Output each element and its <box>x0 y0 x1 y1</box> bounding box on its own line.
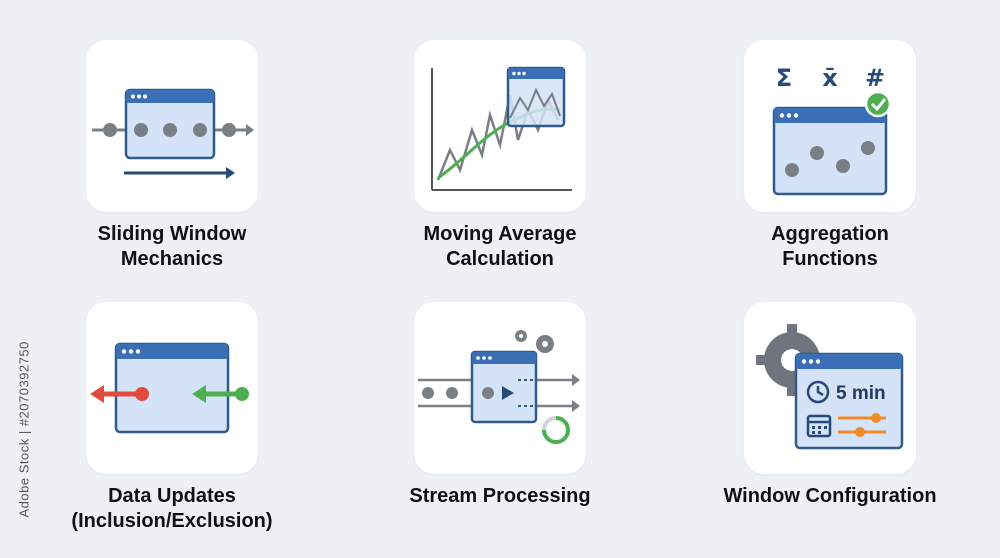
mean-symbol: x̄ <box>822 64 838 92</box>
sliding-window-title: Sliding Window Mechanics <box>22 222 322 272</box>
data-updates-title: Data Updates (Inclusion/Exclusion) <box>22 484 322 534</box>
moving-average-chart-icon <box>431 66 572 191</box>
title-line: Calculation <box>446 248 554 270</box>
window-configuration-title: Window Configuration <box>680 484 980 509</box>
sliding-window-icon <box>92 88 254 179</box>
title-line: Data Updates <box>108 485 236 507</box>
sliding-window-card <box>86 40 258 212</box>
title-line: Window Configuration <box>723 485 937 507</box>
window-configuration-icon: 5 min <box>756 324 904 450</box>
moving-average-card <box>414 40 586 212</box>
sum-symbol: Σ <box>776 64 792 92</box>
title-line: Functions <box>782 248 878 270</box>
title-line: Sliding Window <box>97 223 247 245</box>
aggregation-title: Aggregation Functions <box>680 222 980 272</box>
title-line: Moving Average <box>423 223 577 245</box>
title-line: Stream Processing <box>409 485 591 507</box>
calendar-icon <box>806 414 832 438</box>
count-symbol: # <box>865 64 885 92</box>
gear-icon <box>515 330 554 353</box>
data-updates-icon <box>90 342 249 434</box>
stream-processing-card <box>414 302 586 474</box>
title-line: Mechanics <box>120 248 224 270</box>
stream-processing-icon <box>418 330 580 444</box>
title-line: (Inclusion/Exclusion) <box>71 510 273 532</box>
window-configuration-card: 5 min <box>744 302 916 474</box>
data-updates-card <box>86 302 258 474</box>
moving-average-title: Moving Average Calculation <box>350 222 650 272</box>
aggregation-card: Σ x̄ # <box>744 40 916 212</box>
title-line: Aggregation <box>771 223 889 245</box>
stream-processing-title: Stream Processing <box>350 484 650 509</box>
duration-value: 5 min <box>836 383 886 404</box>
aggregation-icon: Σ x̄ # <box>772 64 892 196</box>
clock-icon <box>806 380 830 404</box>
